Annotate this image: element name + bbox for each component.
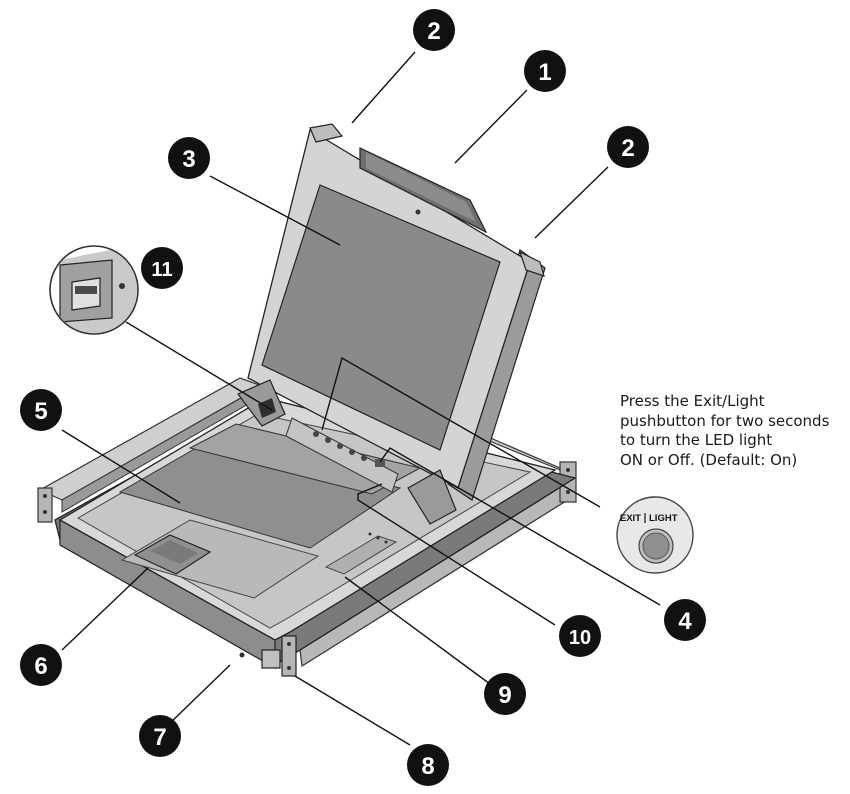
rack-rail-left [37, 377, 264, 523]
exit-light-inset: EXIT LIGHT [616, 496, 694, 574]
led-indicators [324, 535, 398, 575]
release-latch [239, 652, 245, 658]
light-label: LIGHT [649, 513, 678, 524]
callout-11: 11 [141, 247, 183, 289]
power-switch-inset [49, 245, 139, 335]
callout-number: 11 [151, 259, 172, 281]
callout-number: 4 [678, 608, 692, 635]
exit-label: EXIT [620, 513, 641, 524]
callout-number: 8 [421, 753, 434, 780]
callout-2a: 2 [413, 9, 455, 51]
instruction-line: pushbutton for two seconds [620, 411, 830, 430]
callout-10: 10 [559, 615, 601, 657]
instruction-line: Press the Exit/Light [620, 392, 765, 410]
keyboard [118, 439, 402, 549]
callout-number: 6 [34, 653, 47, 680]
instruction-line: to turn the LED light [620, 431, 773, 449]
lcd-monitor [237, 123, 546, 525]
exit-light-button [375, 459, 385, 467]
callout-1: 1 [524, 50, 566, 92]
lcd-screen [261, 184, 501, 451]
callout-number: 5 [34, 398, 47, 425]
latch-left [309, 123, 344, 143]
callout-number: 2 [427, 18, 440, 45]
callout-number: 1 [538, 59, 551, 86]
callout-number: 7 [153, 724, 166, 751]
callout-6: 6 [20, 644, 62, 686]
callout-9: 9 [484, 673, 526, 715]
callout-number: 2 [621, 135, 634, 162]
latch-right [518, 250, 545, 277]
callout-3: 3 [168, 137, 210, 179]
callout-number: 9 [498, 682, 511, 709]
exit-light-instructions: Press the Exit/Light pushbutton for two … [620, 392, 848, 470]
power-switch [258, 398, 276, 418]
front-bracket [281, 635, 297, 677]
callout-8: 8 [407, 744, 449, 786]
callout-7: 7 [139, 715, 181, 757]
instruction-line: ON or Off. (Default: On) [620, 450, 798, 469]
callout-number: 3 [182, 146, 195, 173]
callout-number: 10 [569, 627, 591, 649]
callout-2b: 2 [607, 126, 649, 168]
leader-lines [61, 51, 661, 746]
hinge-right [407, 469, 457, 525]
callout-4: 4 [664, 599, 706, 641]
callout-5: 5 [20, 389, 62, 431]
